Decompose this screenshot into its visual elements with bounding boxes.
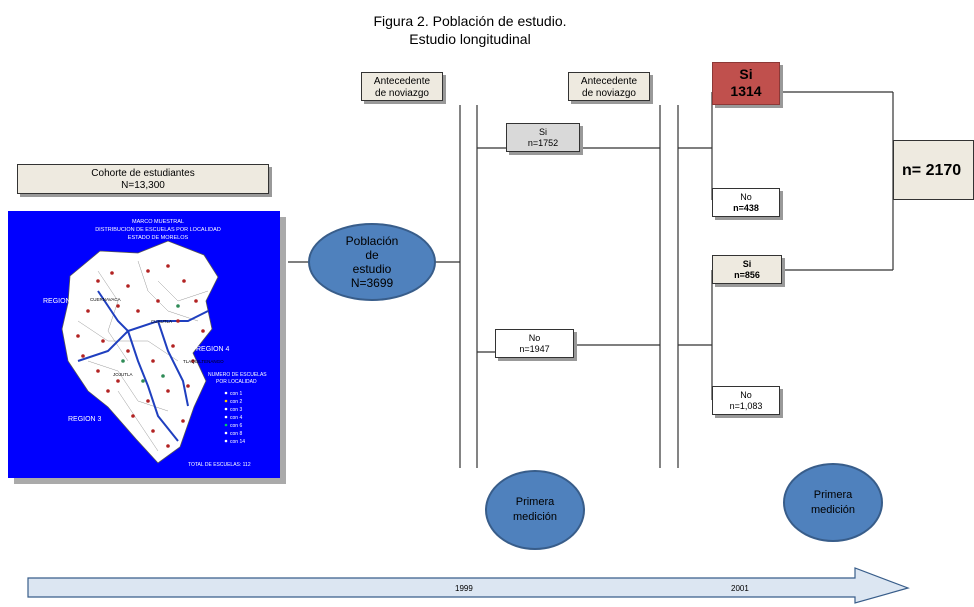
- no-1083-count: n=1,083: [729, 401, 763, 411]
- year-2001: 2001: [731, 584, 749, 593]
- poblacion-ellipse: Población de estudio N=3699: [308, 223, 436, 301]
- poblacion-line3: estudio: [352, 262, 392, 276]
- region-2-label: REGION 2: [178, 270, 212, 277]
- antecedente-box-2: Antecedente de noviazgo: [568, 72, 650, 101]
- total-box: n= 2170: [893, 140, 974, 200]
- si-1314-box: Si 1314: [712, 62, 780, 105]
- medicion-2-line2: medición: [810, 503, 856, 516]
- legend-markers: [224, 391, 228, 443]
- map-drawing: MARCO MUESTRAL DISTRIBUCION DE ESCUELAS …: [43, 219, 267, 468]
- antecedente-1-line1: Antecedente: [373, 76, 431, 87]
- no-1947-count: n=1947: [519, 344, 550, 354]
- timeline-arrow: [27, 567, 910, 604]
- no-1947-box: No n=1947: [495, 329, 574, 358]
- poblacion-line1: Población: [345, 234, 399, 248]
- cohort-box: Cohorte de estudiantes N=13,300: [17, 164, 269, 194]
- poblacion-line2: de: [365, 248, 379, 262]
- medicion-1-line1: Primera: [515, 496, 555, 508]
- poblacion-line4: N=3699: [350, 276, 394, 290]
- legend-item-1: con 1: [230, 391, 242, 397]
- no-438-label: No: [740, 192, 752, 202]
- figure-title: Figura 2. Población de estudio. Estudio …: [300, 12, 640, 48]
- legend-item-6: con 8: [230, 431, 242, 437]
- antecedente-2-line2: de noviazgo: [582, 88, 636, 99]
- antecedente-box-1: Antecedente de noviazgo: [361, 72, 443, 101]
- primera-medicion-ellipse-2: Primera medición: [783, 463, 883, 542]
- map-title-2: DISTRIBUCION DE ESCUELAS POR LOCALIDAD: [95, 227, 221, 233]
- city-tlaquiltenango: TLAQUILTENANGO: [183, 359, 224, 364]
- medicion-2-line1: Primera: [813, 488, 853, 501]
- region-4-label: REGION 4: [196, 346, 230, 353]
- no-438-box: No n=438: [712, 188, 780, 217]
- si-856-count: n=856: [734, 270, 760, 280]
- year-1999: 1999: [455, 584, 473, 593]
- legend-item-3: con 3: [230, 407, 242, 413]
- legend-item-2: con 2: [230, 399, 242, 405]
- cohort-count: N=13,300: [121, 180, 165, 191]
- legend-item-5: con 6: [230, 423, 242, 429]
- no-1083-label: No: [740, 390, 752, 400]
- legend-item-4: con 4: [230, 415, 242, 421]
- city-cuautla: CUAUTLA: [151, 319, 172, 324]
- si-856-label: Si: [742, 259, 752, 269]
- si-1752-box: Si n=1752: [506, 123, 580, 152]
- no-438-count: n=438: [733, 203, 759, 213]
- no-1083-box: No n=1,083: [712, 386, 780, 415]
- antecedente-1-line2: de noviazgo: [375, 88, 429, 99]
- si-1752-count: n=1752: [527, 138, 559, 148]
- si-856-box: Si n=856: [712, 255, 782, 284]
- medicion-1-line2: medición: [512, 511, 558, 523]
- si-1314-count: 1314: [730, 83, 762, 99]
- si-1314-label: Si: [739, 66, 753, 82]
- total-label: n= 2170: [902, 162, 962, 179]
- figure-title-line1: Figura 2. Población de estudio.: [373, 13, 567, 29]
- legend-title-2: POR LOCALIDAD: [216, 379, 257, 385]
- city-cuernavaca: CUERNAVACA: [90, 297, 121, 302]
- legend-title-1: NUMERO DE ESCUELAS: [208, 372, 267, 378]
- legend-item-7: con 14: [230, 439, 245, 445]
- si-1752-label: Si: [538, 127, 547, 137]
- primera-medicion-ellipse-1: Primera medición: [485, 470, 585, 550]
- region-1-label: REGION 1: [43, 298, 77, 305]
- map-title-3: ESTADO DE MORELOS: [128, 235, 189, 241]
- no-1947-label: No: [528, 333, 541, 343]
- region-3-label: REGION 3: [68, 416, 102, 423]
- morelos-map: MARCO MUESTRAL DISTRIBUCION DE ESCUELAS …: [8, 211, 280, 478]
- map-total: TOTAL DE ESCUELAS: 112: [188, 462, 251, 468]
- city-jojutla: JOJUTLA: [113, 372, 133, 377]
- map-title-1: MARCO MUESTRAL: [132, 219, 184, 225]
- figure-title-line2: Estudio longitudinal: [409, 31, 531, 47]
- cohort-label: Cohorte de estudiantes: [91, 168, 195, 179]
- antecedente-2-line1: Antecedente: [580, 76, 638, 87]
